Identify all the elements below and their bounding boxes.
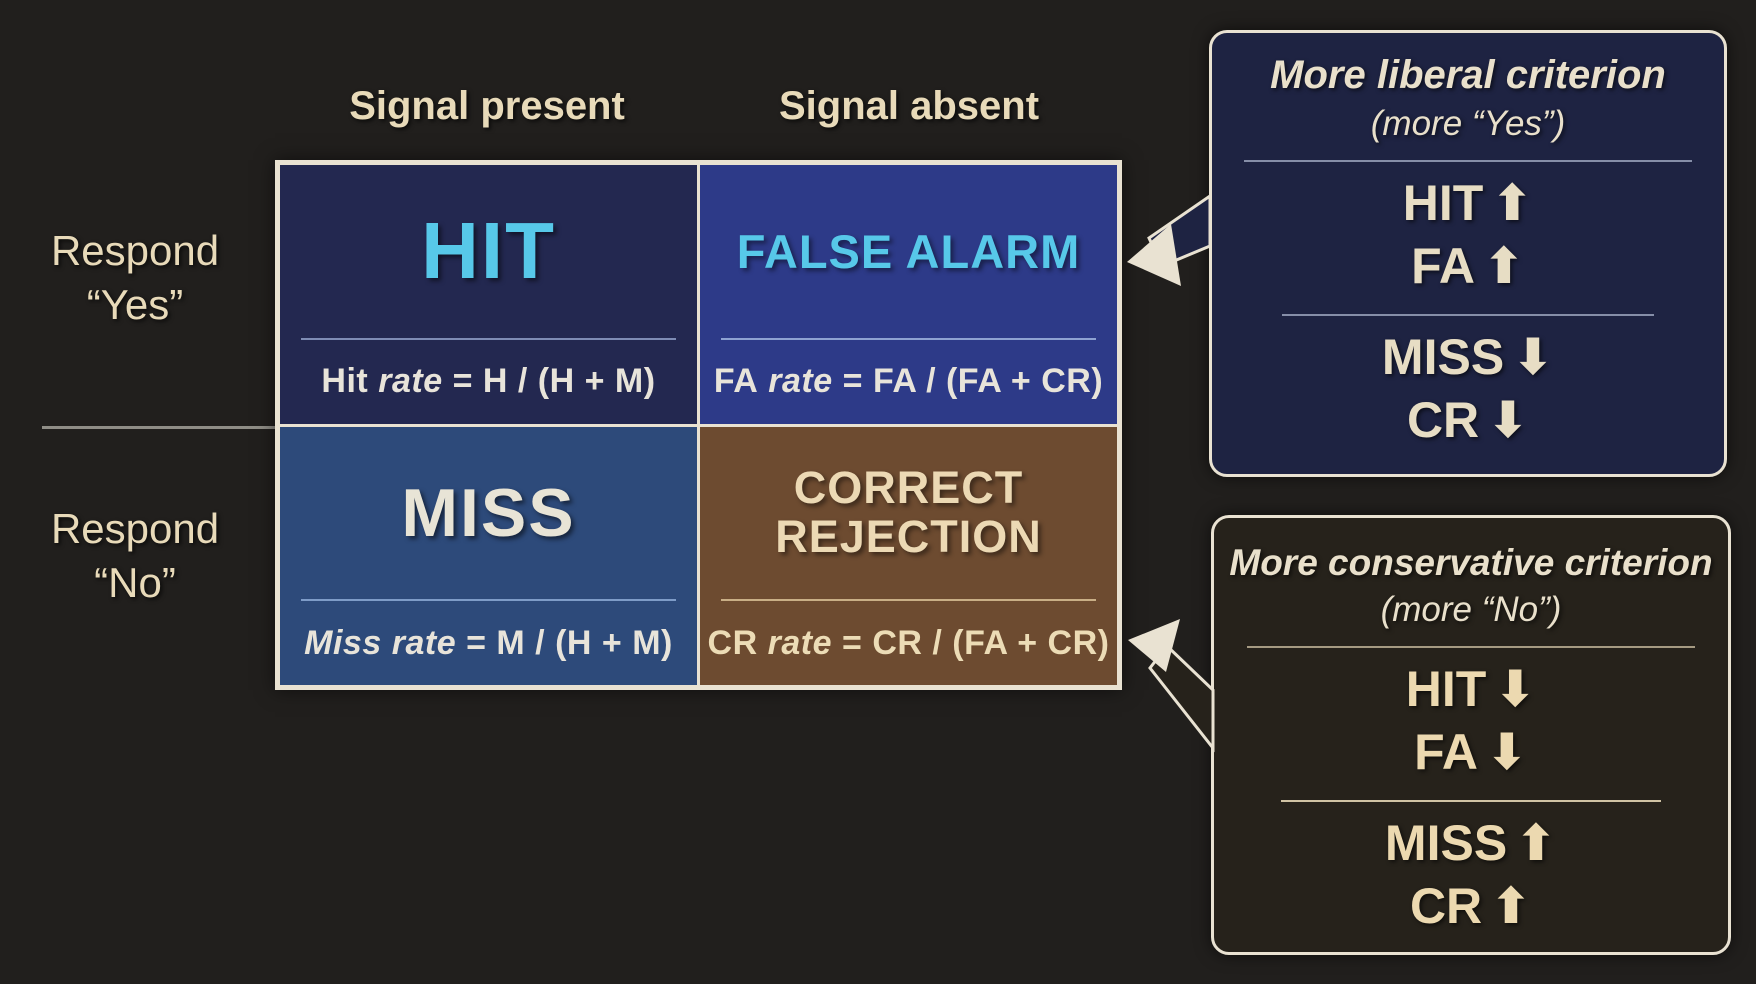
up-arrow-icon: ⬆ xyxy=(1491,174,1534,232)
arrowhead-up-left-icon xyxy=(1128,619,1180,672)
row-header-line: Respond xyxy=(50,505,220,552)
row-header-line: “Yes” xyxy=(86,280,184,328)
matrix-cell-hit: HIT Hit rate = H / (H + M) xyxy=(280,165,697,424)
correct-rejection-title: CORRECT REJECTION xyxy=(775,464,1042,561)
arrowhead-left-icon xyxy=(1127,224,1181,286)
miss-divider-line xyxy=(300,599,677,601)
correct-rejection-title-line1: CORRECT xyxy=(793,462,1024,514)
up-arrow-icon: ⬆ xyxy=(1515,814,1558,872)
formula-expression: = M / (H + M) xyxy=(466,623,673,662)
up-arrow-icon: ⬆ xyxy=(1483,237,1525,295)
matrix-cell-miss: MISS Miss rate = M / (H + M) xyxy=(280,426,697,685)
matrix-cell-false-alarm: FALSE ALARM FA rate = FA / (FA + CR) xyxy=(700,165,1117,424)
hit-title: HIT xyxy=(421,206,556,296)
liberal-divider-top xyxy=(1244,160,1692,162)
formula-word: Miss xyxy=(304,623,382,662)
liberal-divider-middle xyxy=(1282,314,1654,316)
down-arrow-icon: ⬇ xyxy=(1512,328,1555,386)
row-header-respond-no: Respond “No” xyxy=(18,502,252,610)
formula-rate-word: rate xyxy=(767,623,833,662)
formula-expression: = H / (H + M) xyxy=(452,362,656,400)
conservative-entry-miss: MISS⬆ xyxy=(1384,814,1558,872)
miss-title: MISS xyxy=(401,474,576,551)
matrix-cell-correct-rejection: CORRECT REJECTION CR rate = CR / (FA + C… xyxy=(700,426,1117,685)
column-header-signal-absent: Signal absent xyxy=(778,84,1040,128)
conservative-title: More conservative criterion xyxy=(1229,542,1713,583)
conservative-subtitle: (more “No”) xyxy=(1380,590,1562,629)
formula-rate-word: rate xyxy=(768,362,833,400)
liberal-subtitle: (more “Yes”) xyxy=(1370,104,1566,143)
up-arrow-icon: ⬆ xyxy=(1490,877,1533,935)
conservative-divider-top xyxy=(1247,646,1695,648)
conservative-entry-cr: CR⬆ xyxy=(1409,877,1533,935)
correct-rejection-title-line2: REJECTION xyxy=(775,510,1042,562)
liberal-entry-fa: FA⬆ xyxy=(1411,237,1525,295)
row-header-line: Respond xyxy=(50,227,220,274)
correct-rejection-divider-line xyxy=(720,599,1097,601)
down-arrow-icon: ⬇ xyxy=(1494,660,1537,718)
miss-rate-formula: Miss rate = M / (H + M) xyxy=(304,601,673,685)
row-header-line: “No” xyxy=(94,558,176,606)
formula-expression: = FA / (FA + CR) xyxy=(842,362,1104,400)
hit-rate-formula: Hit rate = H / (H + M) xyxy=(321,340,655,424)
row-divider-line xyxy=(42,426,278,429)
conservative-pointer-arrow xyxy=(1128,619,1215,753)
formula-rate-word: rate xyxy=(391,623,457,662)
formula-word: CR xyxy=(707,623,758,662)
formula-word: Hit xyxy=(321,362,369,400)
false-alarm-title: FALSE ALARM xyxy=(736,224,1081,278)
column-header-signal-present: Signal present xyxy=(349,84,625,128)
down-arrow-icon: ⬇ xyxy=(1487,391,1530,449)
liberal-entry-miss: MISS⬇ xyxy=(1381,328,1555,386)
false-alarm-rate-formula: FA rate = FA / (FA + CR) xyxy=(714,340,1103,424)
formula-rate-word: rate xyxy=(378,362,443,400)
correct-rejection-rate-formula: CR rate = CR / (FA + CR) xyxy=(708,601,1110,685)
liberal-title: More liberal criterion xyxy=(1270,53,1666,97)
down-arrow-icon: ⬇ xyxy=(1486,723,1528,781)
formula-word: FA xyxy=(713,362,759,400)
signal-detection-matrix: HIT Hit rate = H / (H + M) FALSE ALARM F… xyxy=(275,160,1122,690)
false-alarm-divider-line xyxy=(720,337,1097,340)
callout-liberal-criterion: More liberal criterion (more “Yes”) HIT⬆… xyxy=(1209,30,1727,477)
hit-divider-line xyxy=(300,337,677,340)
callout-conservative-criterion: More conservative criterion (more “No”) … xyxy=(1211,515,1731,955)
row-header-respond-yes: Respond “Yes” xyxy=(18,224,252,332)
formula-expression: = CR / (FA + CR) xyxy=(842,623,1110,662)
liberal-entry-hit: HIT⬆ xyxy=(1402,174,1534,232)
liberal-pointer-arrow xyxy=(1127,193,1212,286)
liberal-entry-cr: CR⬇ xyxy=(1406,391,1530,449)
conservative-divider-middle xyxy=(1281,800,1661,802)
conservative-entry-hit: HIT⬇ xyxy=(1405,660,1537,718)
conservative-entry-fa: FA⬇ xyxy=(1414,723,1528,781)
